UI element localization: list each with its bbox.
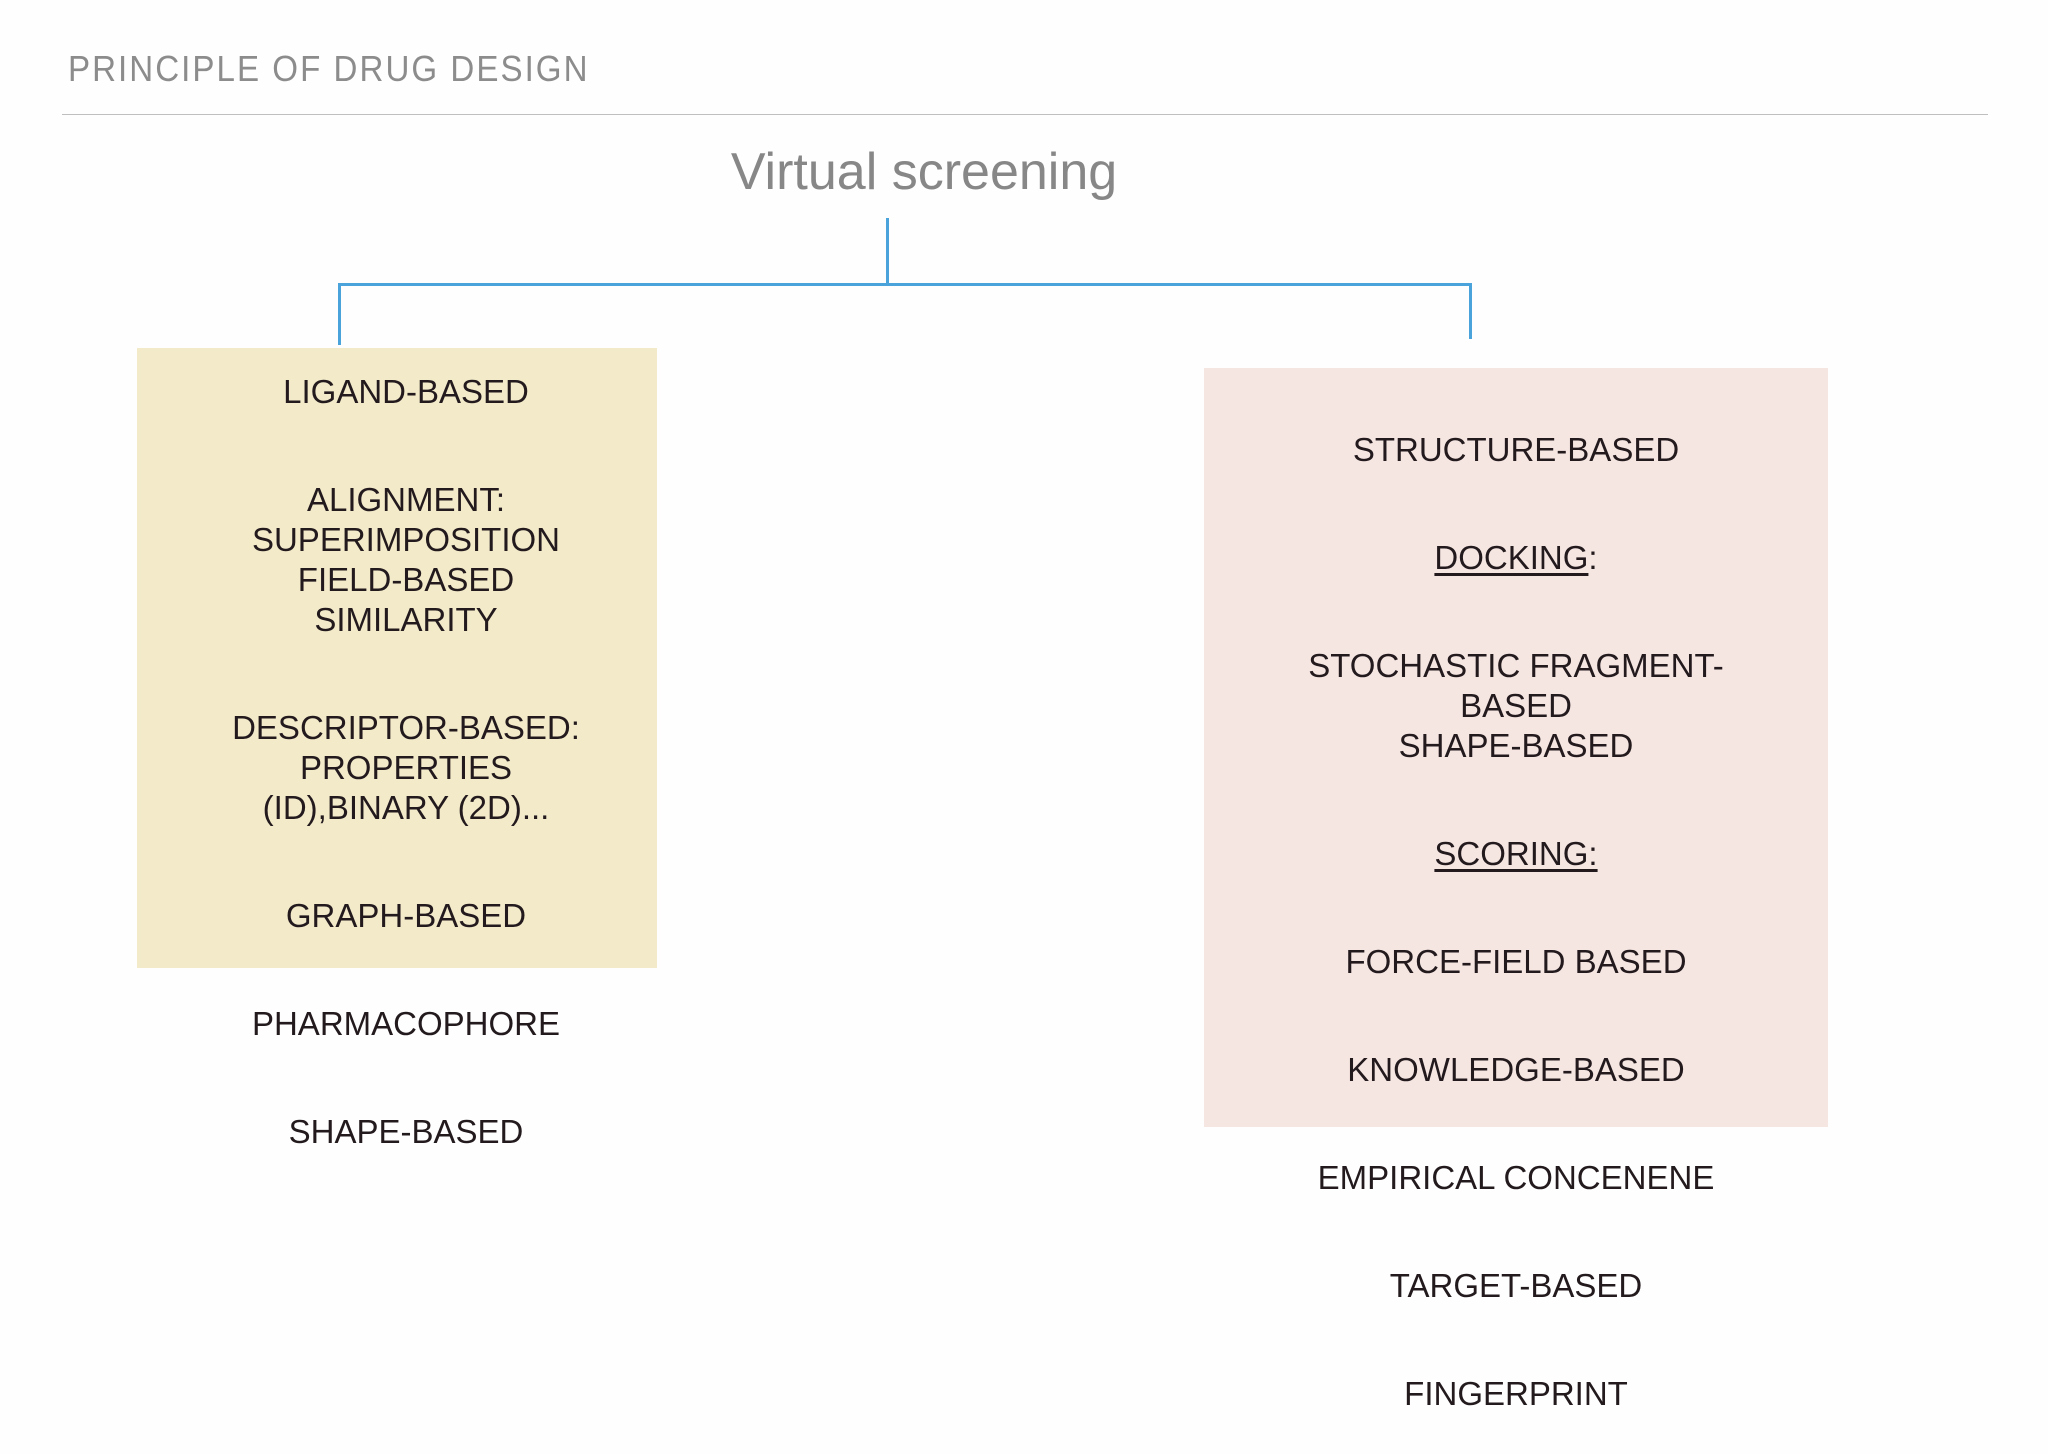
- structure-force-field-based: FORCE-FIELD BASED: [1345, 943, 1687, 980]
- connector-drop-right: [1469, 283, 1472, 339]
- header-divider: [62, 114, 1988, 115]
- scoring-underlined-text: SCORING:: [1434, 835, 1598, 872]
- connector-stem: [886, 218, 889, 285]
- ligand-descriptor-group: DESCRIPTOR-BASED: PROPERTIES (ID),BINARY…: [232, 709, 580, 826]
- structure-target-based: TARGET-BASED: [1389, 1267, 1643, 1304]
- ligand-pharmacophore: PHARMACOPHORE: [251, 1005, 561, 1042]
- structure-based-heading: STRUCTURE-BASED: [1352, 431, 1680, 468]
- diagram-root-label: Virtual screening: [730, 143, 1118, 201]
- docking-colon: :: [1588, 539, 1598, 576]
- ligand-graph-based: GRAPH-BASED: [285, 897, 527, 934]
- ligand-based-heading: LIGAND-BASED: [283, 373, 529, 410]
- branch-text-ligand-based: LIGAND-BASED ALIGNMENT: SUPERIMPOSITION …: [98, 332, 714, 1192]
- branch-box-structure-based: [1204, 368, 1828, 1127]
- connector-drop-left: [338, 283, 341, 345]
- structure-empirical-concenene: EMPIRICAL CONCENENE: [1317, 1159, 1715, 1196]
- structure-fingerprint: FINGERPRINT: [1404, 1375, 1628, 1412]
- page-title: PRINCIPLE OF DRUG DESIGN: [68, 48, 590, 89]
- structure-knowledge-based: KNOWLEDGE-BASED: [1347, 1051, 1685, 1088]
- slide-canvas: PRINCIPLE OF DRUG DESIGN Virtual screeni…: [62, 48, 1988, 1412]
- ligand-shape-based: SHAPE-BASED: [288, 1113, 524, 1150]
- structure-scoring-label: SCORING:: [1192, 834, 1840, 874]
- branch-box-ligand-based: [137, 348, 657, 968]
- branch-text-structure-based: STRUCTURE-BASED DOCKING: STOCHASTIC FRAG…: [1192, 390, 1840, 1454]
- ligand-alignment-group: ALIGNMENT: SUPERIMPOSITION FIELD-BASED S…: [251, 481, 561, 638]
- connector-horizontal-bar: [338, 283, 1472, 286]
- structure-docking-label: DOCKING:: [1192, 538, 1840, 578]
- docking-underlined-text: DOCKING: [1434, 539, 1589, 576]
- structure-docking-items: STOCHASTIC FRAGMENT- BASED SHAPE-BASED: [1308, 647, 1724, 764]
